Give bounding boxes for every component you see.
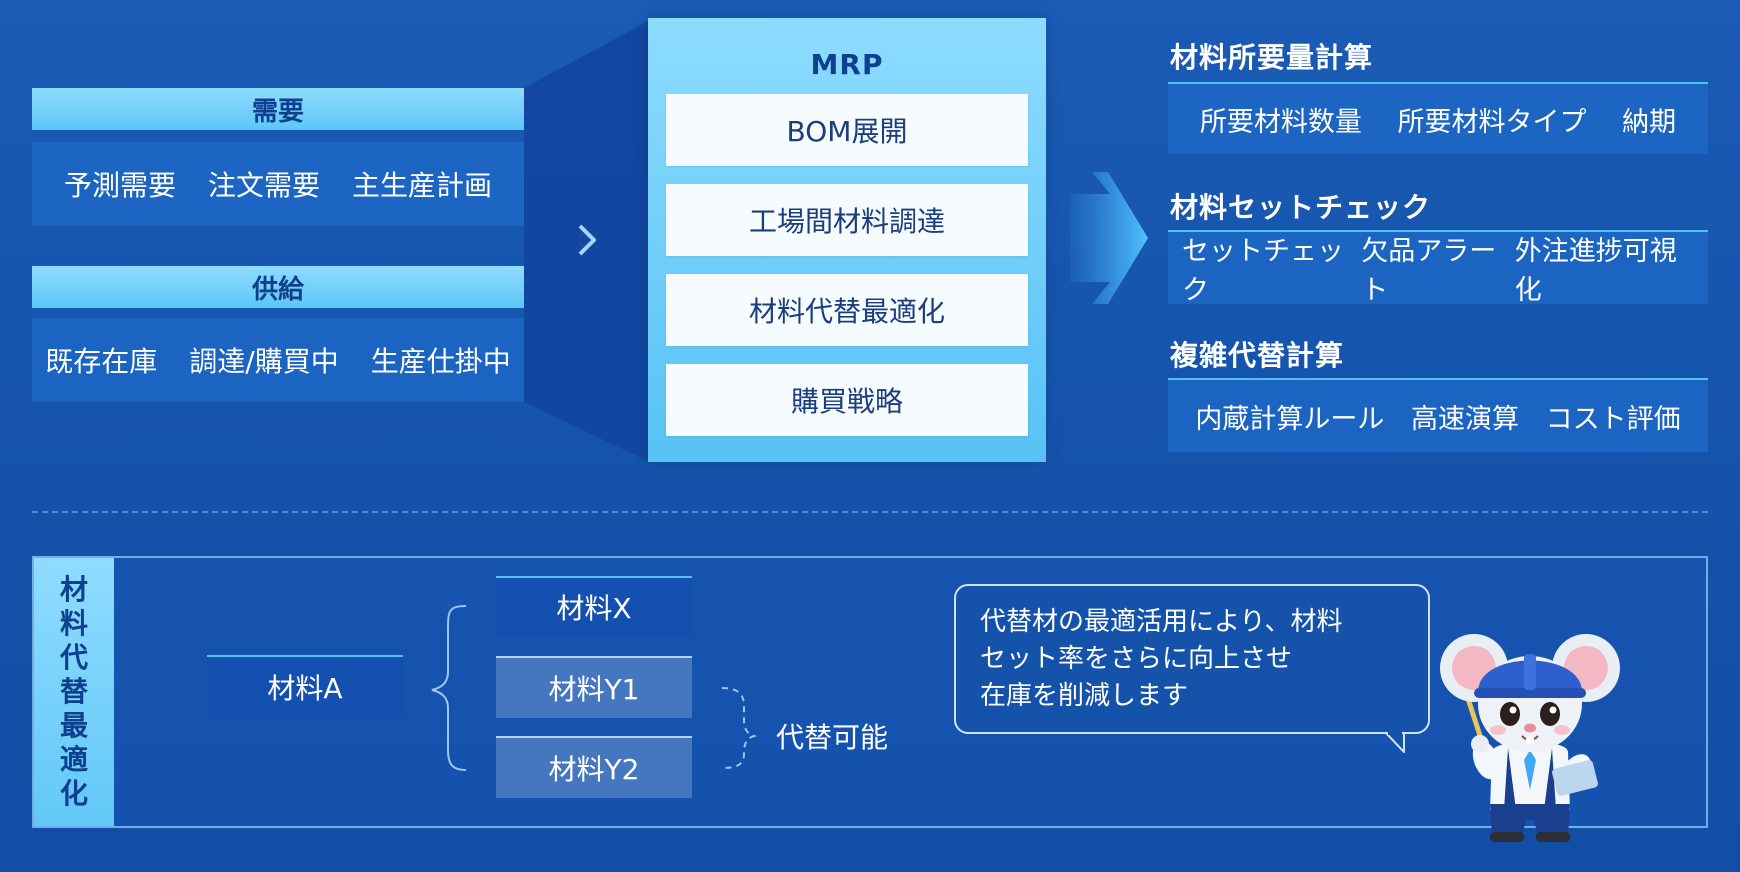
brace-shape — [431, 605, 467, 771]
side-char: 最 — [59, 709, 88, 742]
mrp-item-bom: BOM展開 — [666, 94, 1028, 166]
req-item-due: 納期 — [1622, 106, 1677, 138]
supply-item-wip: 生産仕掛中 — [370, 345, 511, 378]
complex-item-rules: 内蔵計算ルール — [1195, 403, 1385, 435]
demand-item-forecast: 予測需要 — [63, 169, 176, 202]
side-char: 代 — [59, 641, 88, 674]
material-y1: 材料Y1 — [496, 656, 692, 718]
material-a: 材料A — [207, 655, 403, 717]
right-title-setcheck: 材料セットチェック — [1170, 191, 1432, 224]
chevron-right-icon — [578, 224, 596, 256]
side-char: 料 — [59, 607, 88, 640]
mrp-item-substitution: 材料代替最適化 — [666, 274, 1028, 346]
supply-items: 既存在庫 調達/購買中 生産仕掛中 — [32, 318, 524, 402]
right-body-requirements: 所要材料数量 所要材料タイプ 納期 — [1168, 82, 1708, 154]
setcheck-item-outsourcing: 外注進捗可視化 — [1514, 236, 1677, 306]
side-char: 適 — [59, 743, 88, 776]
side-char: 化 — [59, 777, 88, 810]
bubble-line: 在庫を削減します — [980, 681, 1189, 711]
demand-item-mps: 主生産計画 — [352, 169, 493, 202]
supply-item-procurement: 調達/購買中 — [189, 345, 339, 378]
substitutable-label: 代替可能 — [776, 721, 889, 754]
bubble-tail-join — [1388, 731, 1402, 735]
demand-items: 予測需要 注文需要 主生産計画 — [32, 142, 524, 226]
setcheck-item-alert: 欠品アラート — [1361, 236, 1497, 306]
setcheck-item-check: セットチェック — [1182, 236, 1344, 306]
complex-item-speed: 高速演算 — [1410, 403, 1519, 435]
material-x: 材料X — [496, 576, 692, 636]
bubble-line: 代替材の最適活用により、材料 — [980, 607, 1343, 637]
right-body-complex: 内蔵計算ルール 高速演算 コスト評価 — [1168, 378, 1708, 452]
material-y2: 材料Y2 — [496, 736, 692, 798]
req-item-type: 所要材料タイプ — [1397, 106, 1587, 138]
mouse-mascot-icon — [1440, 634, 1620, 842]
arrow-right-icon — [1070, 172, 1148, 304]
funnel-shape — [524, 20, 650, 462]
side-char: 材 — [59, 573, 88, 606]
demand-item-order: 注文需要 — [207, 169, 320, 202]
speech-bubble: 代替材の最適活用により、材料 セット率をさらに向上させ 在庫を削減します — [954, 584, 1430, 734]
complex-item-cost: コスト評価 — [1545, 403, 1681, 435]
mrp-item-interplant: 工場間材料調達 — [666, 184, 1028, 256]
supply-header: 供給 — [32, 266, 524, 308]
bubble-line: セット率をさらに向上させ — [980, 644, 1293, 674]
right-title-complex: 複雑代替計算 — [1170, 339, 1345, 372]
supply-item-stock: 既存在庫 — [45, 345, 158, 378]
mrp-title: MRP — [810, 48, 884, 81]
section-divider — [32, 511, 1708, 513]
right-title-requirements: 材料所要量計算 — [1170, 41, 1374, 74]
mrp-box: MRP BOM展開 工場間材料調達 材料代替最適化 購買戦略 — [648, 18, 1046, 462]
right-body-setcheck: セットチェック 欠品アラート 外注進捗可視化 — [1168, 230, 1708, 306]
substitution-side-label: 材 料 代 替 最 適 化 — [34, 558, 114, 826]
mrp-item-purchasing: 購買戦略 — [666, 364, 1028, 436]
req-item-quantity: 所要材料数量 — [1199, 106, 1362, 138]
dashed-bracket — [721, 687, 758, 769]
demand-header: 需要 — [32, 88, 524, 130]
side-char: 替 — [59, 675, 88, 708]
bubble-tail — [1385, 732, 1405, 753]
